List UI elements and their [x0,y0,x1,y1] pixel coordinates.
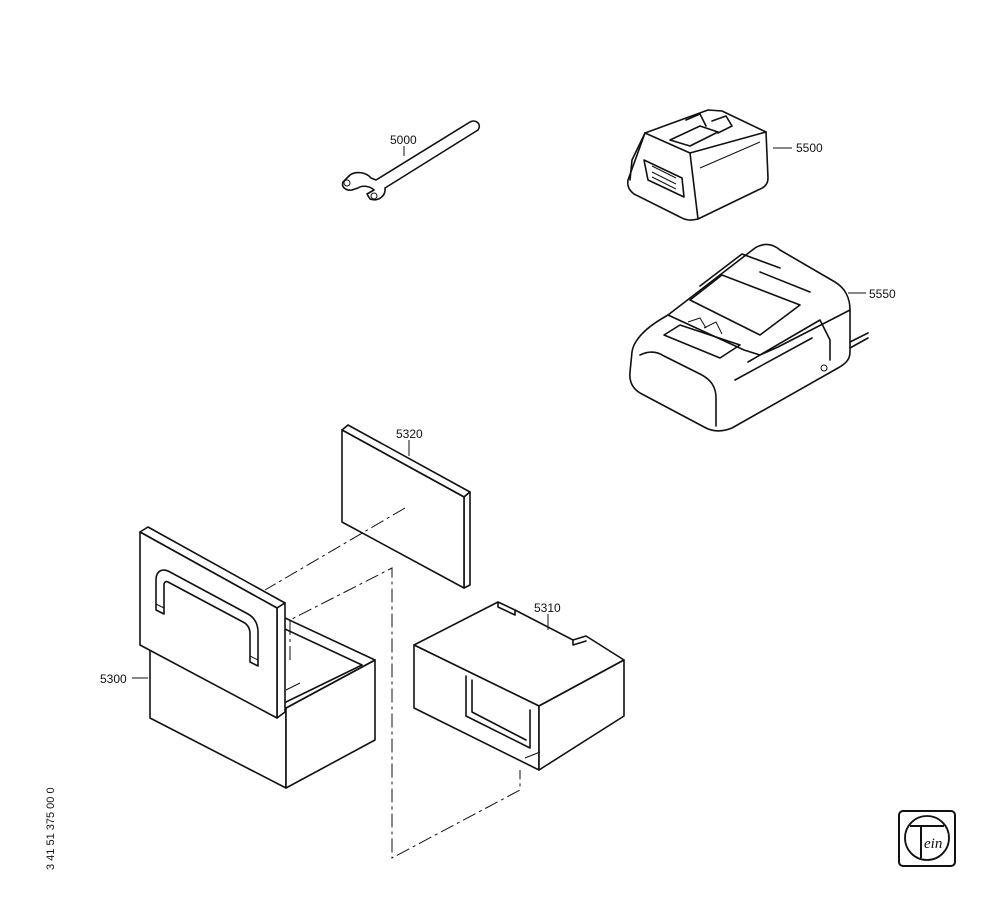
carry-case-icon [139,526,376,789]
svg-text:5500: 5500 [796,141,823,155]
svg-text:5310: 5310 [534,601,561,615]
charger-icon [629,243,869,432]
svg-text:3 41 51 375 00 0: 3 41 51 375 00 0 [45,787,57,870]
svg-text:ein: ein [924,836,942,852]
foam-insert-block-icon [413,601,625,771]
part-callout-5500: 5500 [773,141,823,155]
part-callout-5310: 5310 [534,601,561,630]
svg-text:5320: 5320 [396,427,423,441]
battery-pack-icon [626,109,769,221]
document-number: 3 41 51 375 00 0 [45,787,57,870]
fein-logo-icon: ein [898,810,956,867]
assembly-guide-lines [264,507,521,859]
wrench-icon [341,120,481,201]
svg-text:5550: 5550 [869,287,896,301]
part-callout-5320: 5320 [396,427,423,456]
svg-text:5000: 5000 [390,133,417,147]
part-callout-5000: 5000 [390,133,417,156]
part-callout-5300: 5300 [100,672,148,686]
part-callout-5550: 5550 [848,287,896,301]
svg-text:5300: 5300 [100,672,127,686]
foam-insert-flat-icon [341,424,471,589]
